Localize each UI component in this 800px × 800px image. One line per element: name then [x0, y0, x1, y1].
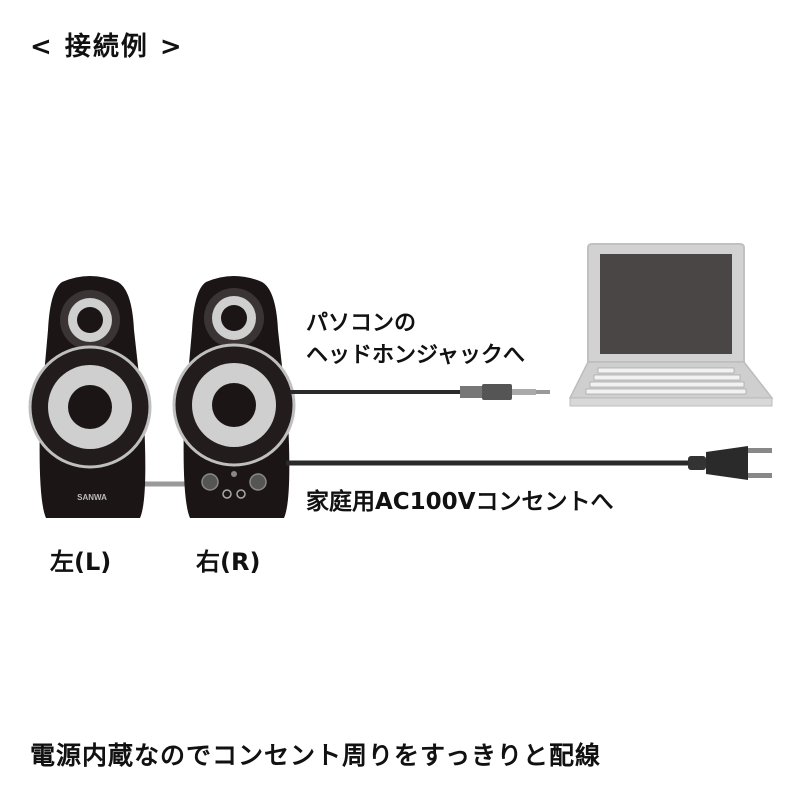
- volume-knob: [201, 473, 219, 491]
- headphone-jack-label: パソコンの ヘッドホンジャックへ: [306, 308, 525, 372]
- tone-knob: [249, 473, 267, 491]
- caption: 電源内蔵なのでコンセント周りをすっきりと配線: [30, 741, 602, 770]
- laptop-screen: [600, 254, 732, 354]
- left-speaker: SANWA: [28, 276, 152, 518]
- laptop-icon: [568, 243, 774, 407]
- headphone-jack-label-line2: ヘッドホンジャックへ: [306, 343, 525, 368]
- power-led: [231, 471, 237, 477]
- laptop-keys: [585, 367, 747, 395]
- aux-jack: [236, 489, 246, 499]
- stereo-plug-icon: [460, 384, 550, 400]
- headphone-jack-label-line1: パソコンの: [306, 311, 417, 336]
- left-speaker-label: 左(L): [50, 548, 112, 576]
- right-speaker-label: 右(R): [196, 548, 261, 576]
- page-title: < 接続例 >: [30, 32, 184, 62]
- headphone-jack: [222, 489, 232, 499]
- brand-logo: SANWA: [77, 493, 107, 502]
- power-plug-icon: [688, 446, 772, 480]
- right-speaker: [172, 276, 296, 518]
- power-outlet-label: 家庭用AC100Vコンセントへ: [306, 489, 614, 515]
